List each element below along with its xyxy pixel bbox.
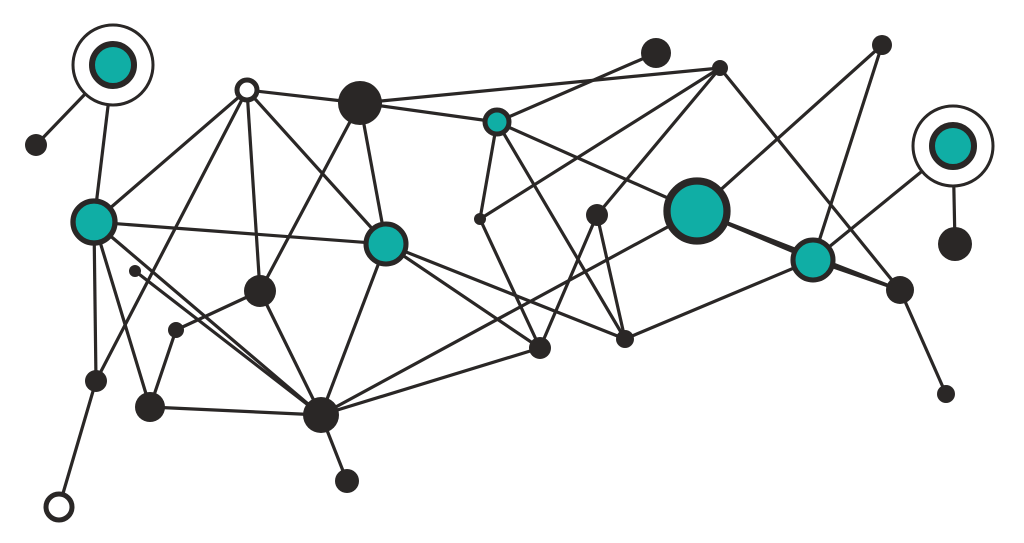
node-n8 [712,60,728,76]
dark-node-dot [886,276,914,304]
edge-n13-n27 [478,218,542,349]
hollow-node-ring [43,491,75,523]
edge-n24-n27 [320,346,541,417]
dark-node-dot [168,322,184,338]
node-n21 [168,322,184,338]
edge-n19-n24 [134,269,322,417]
node-n26 [43,491,75,523]
node-n20 [244,275,276,307]
edge-n3-n4 [92,88,249,224]
edge-n6-n28 [495,121,627,340]
dark-node-dot [25,134,47,156]
dark-node-dot [474,213,486,225]
node-n6 [482,107,512,137]
accent-node-dot [89,41,137,89]
dark-node-dot [244,275,276,307]
nodes-layer [25,23,995,523]
dark-node-dot [129,265,141,277]
node-n22 [85,370,107,392]
node-n17 [886,276,914,304]
node-n10 [911,104,995,188]
accent-node-dot [363,221,409,267]
edge-n8-n13 [479,66,721,221]
node-n24 [303,397,339,433]
edges-layer [34,43,957,508]
edge-n5-n6 [359,101,498,124]
edge-n6-n15 [496,120,698,213]
node-n3 [70,198,118,246]
edge-n16-n28 [624,258,814,341]
dark-node-dot [586,204,608,226]
node-n19 [129,265,141,277]
edge-n3-n23 [92,221,152,408]
edge-n23-n24 [149,405,322,417]
edge-n20-n24 [258,290,323,416]
edge-n5-n12 [358,102,388,245]
edge-n4-n12 [245,88,388,246]
node-n23 [135,392,165,422]
accent-node-dot [790,237,836,283]
dark-node-dot [938,227,972,261]
accent-node-dot [929,122,977,170]
dark-node-dot [85,370,107,392]
edge-n17-n18 [898,289,948,395]
dark-node-dot [872,35,892,55]
dark-node-dot [641,38,671,68]
node-n5 [338,81,382,125]
edge-n24-n12 [319,243,388,416]
node-n16 [790,237,836,283]
edge-n24-n15 [320,209,698,417]
hollow-node-ring [234,77,260,103]
node-n15 [663,177,731,245]
dark-node-dot [616,330,634,348]
accent-node-dot [663,177,731,245]
node-n18 [937,385,955,403]
edge-n6-n7 [496,51,657,124]
edge-n5-n20 [258,102,362,292]
edge-n22-n26 [57,380,98,508]
edge-n14-n28 [595,214,627,340]
node-n1 [71,23,155,107]
dark-node-dot [338,81,382,125]
node-n4 [234,77,260,103]
edge-n5-n8 [359,66,721,105]
edge-n6-n13 [478,121,499,220]
accent-node-dot [482,107,512,137]
edge-n4-n20 [245,89,262,292]
edge-n8-n17 [718,66,902,292]
edge-n8-n14 [595,66,722,217]
node-n7 [641,38,671,68]
dark-node-dot [303,397,339,433]
dark-node-dot [937,385,955,403]
edge-n9-n15 [695,43,884,213]
edge-n9-n16 [811,44,884,261]
node-n28 [616,330,634,348]
edge-n4-n22 [94,89,249,382]
node-n12 [363,221,409,267]
dark-node-dot [335,469,359,493]
node-n27 [529,337,551,359]
dark-node-dot [135,392,165,422]
node-n25 [335,469,359,493]
node-n14 [586,204,608,226]
node-n2 [25,134,47,156]
node-n9 [872,35,892,55]
edge-n3-n22 [92,221,98,382]
edge-n3-n24 [92,220,323,417]
edge-n3-n12 [93,220,387,246]
accent-node-dot [70,198,118,246]
dark-node-dot [712,60,728,76]
dark-node-dot [529,337,551,359]
node-n13 [474,213,486,225]
node-n11 [938,227,972,261]
edge-n12-n28 [385,242,626,341]
edge-n12-n27 [385,242,541,350]
